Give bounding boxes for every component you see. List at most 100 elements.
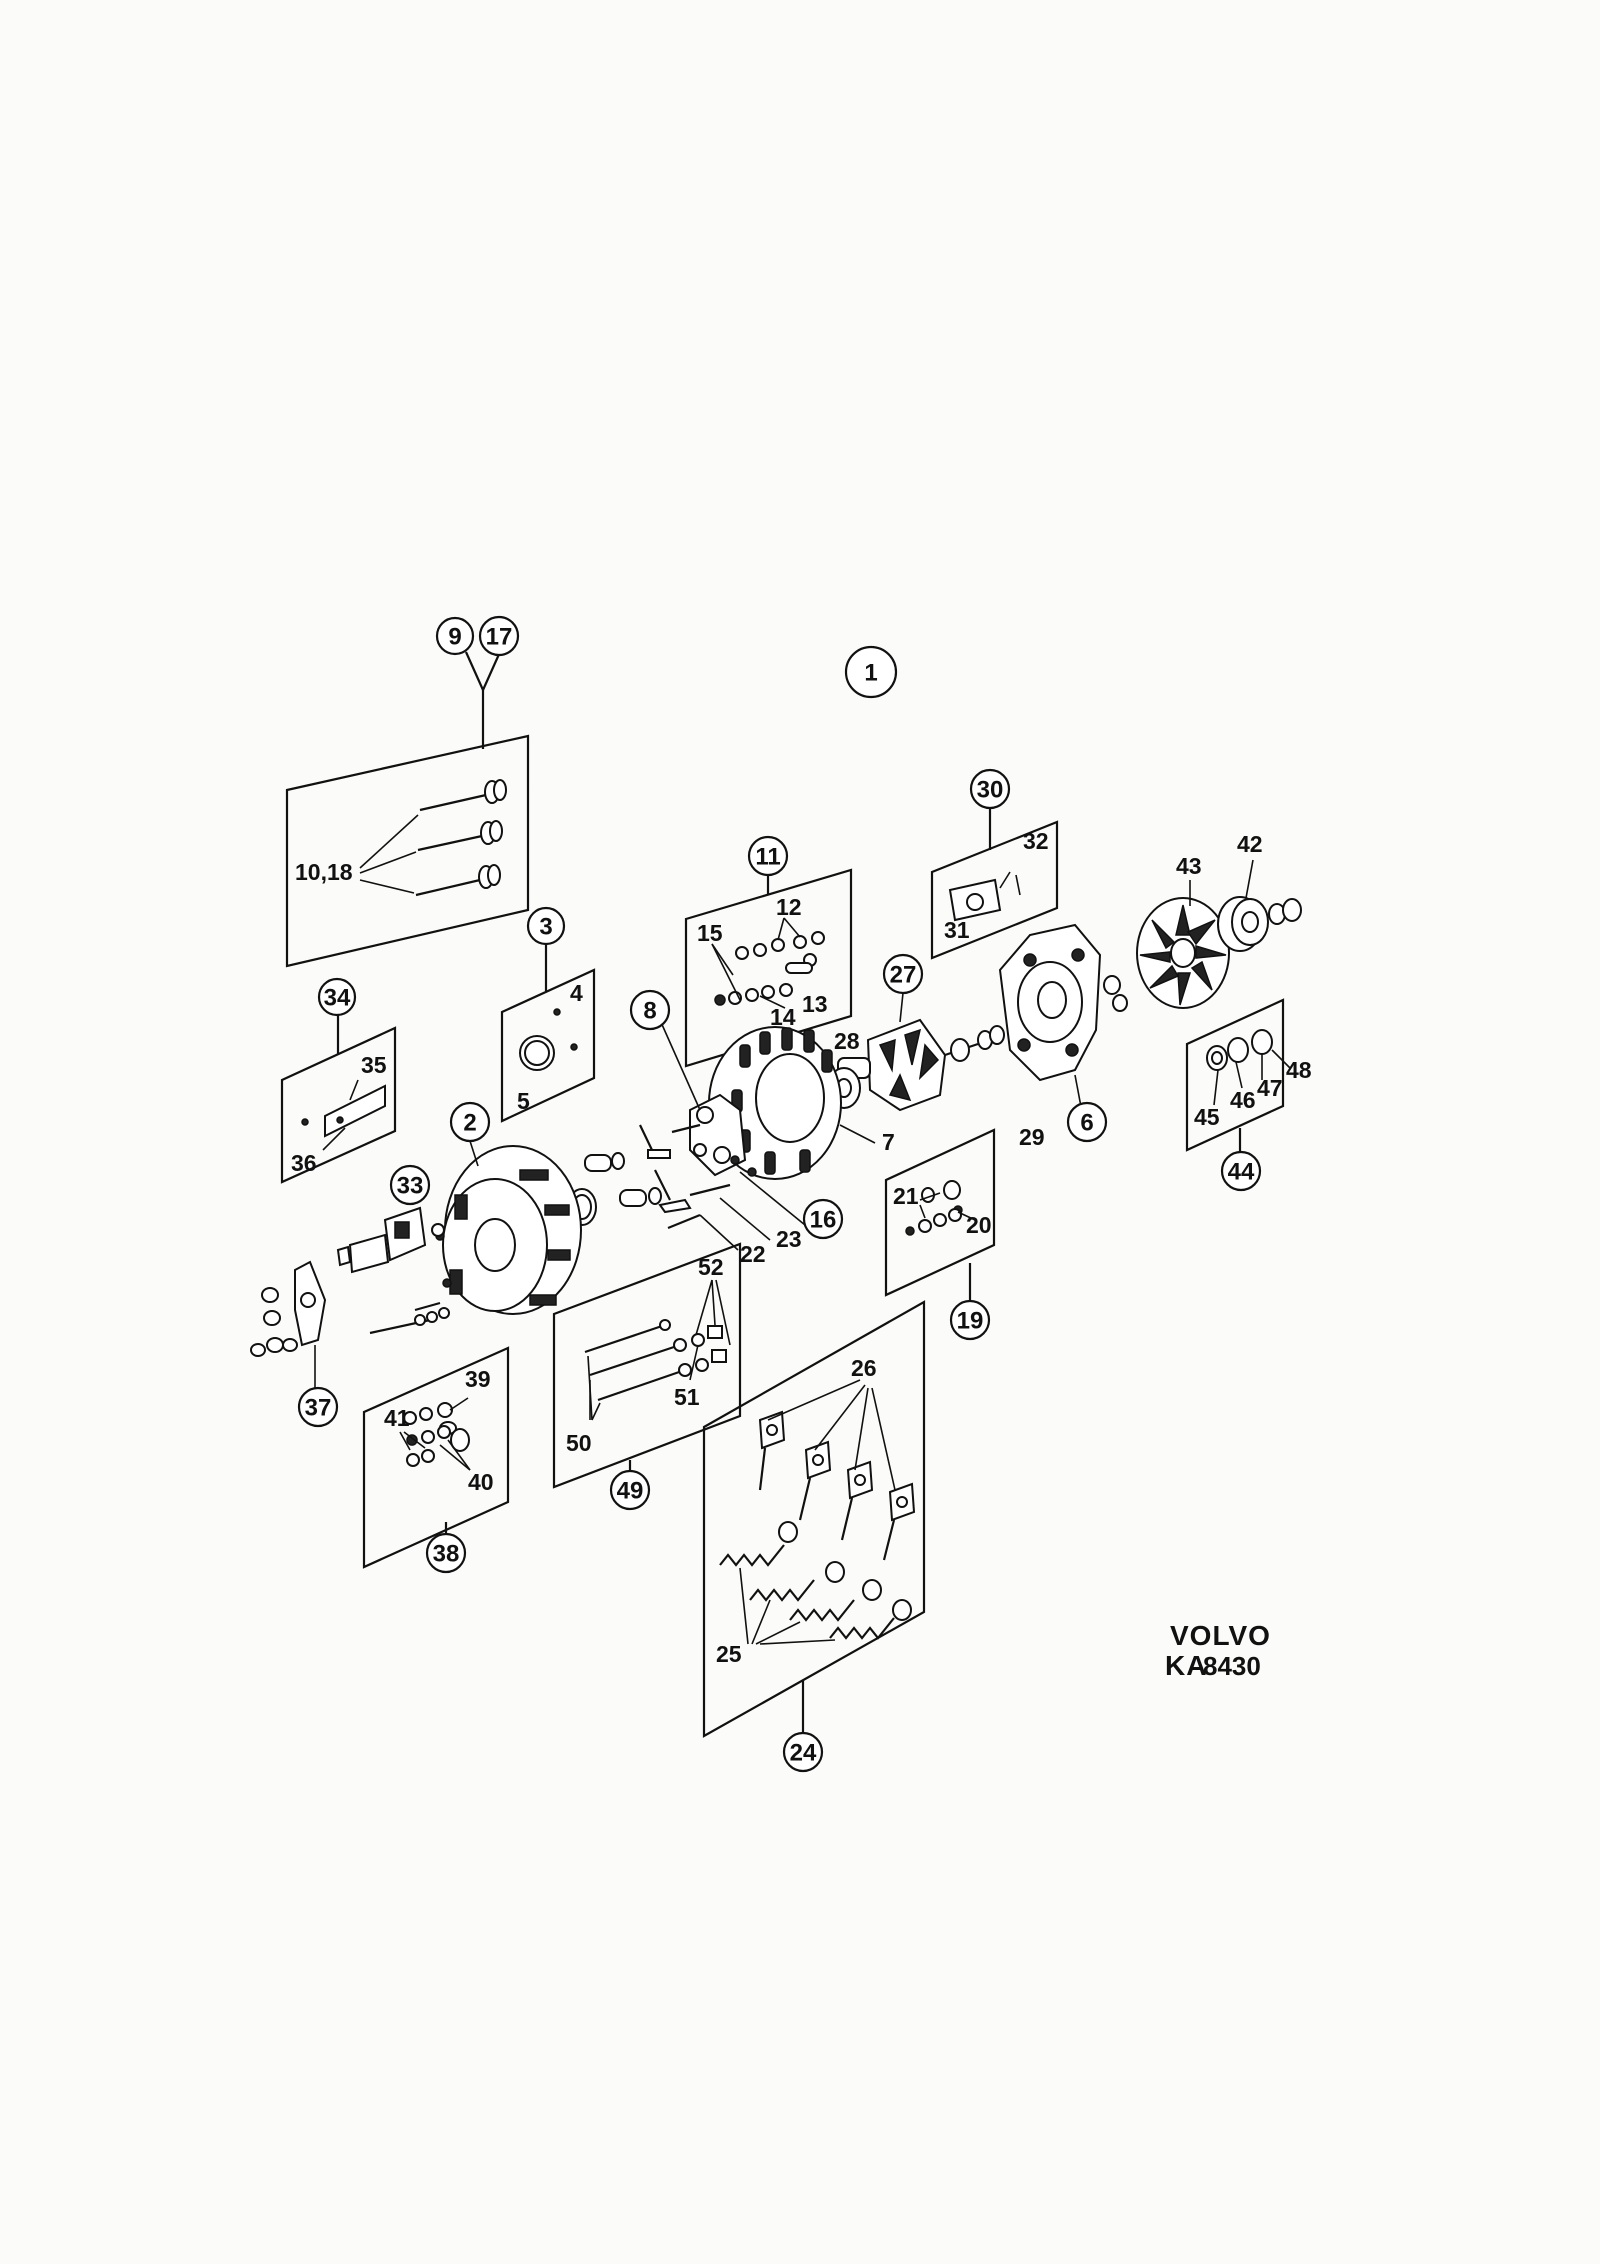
contact-tab (758, 1410, 786, 1491)
terminal-bolt (417, 820, 503, 852)
label-7: 7 (882, 1129, 895, 1155)
slip-ring-end-housing (435, 1145, 582, 1315)
spring (719, 1521, 798, 1567)
kit-box-44: 45 46 47 48 (1185, 998, 1312, 1162)
drawing-identifier: VOLVO KA 8430 (1165, 1620, 1271, 1681)
drawing-number: 8430 (1203, 1651, 1261, 1681)
callout-19: 19 (949, 1299, 991, 1341)
callout-38: 38 (425, 1532, 467, 1574)
svg-text:34: 34 (324, 985, 351, 1012)
svg-text:11: 11 (755, 844, 780, 871)
callout-1: 1 (844, 645, 898, 699)
terminal-bolt (415, 864, 501, 897)
label-14: 14 (770, 1004, 796, 1030)
contact-tab (840, 1460, 874, 1541)
label-32: 32 (1023, 828, 1049, 854)
label-26: 26 (851, 1355, 877, 1381)
svg-text:16: 16 (810, 1207, 837, 1234)
svg-text:1: 1 (864, 660, 877, 687)
mounting-bracket (250, 1260, 327, 1390)
label-25: 25 (716, 1641, 742, 1667)
label-52: 52 (698, 1254, 724, 1280)
label-29: 29 (1019, 1124, 1045, 1150)
kit-box-30: 32 31 (930, 808, 1059, 960)
label-48: 48 (1286, 1057, 1312, 1083)
svg-text:38: 38 (433, 1541, 460, 1568)
label-45: 45 (1194, 1104, 1220, 1130)
label-15: 15 (697, 920, 723, 946)
label-42: 42 (1237, 831, 1263, 857)
callout-17: 17 (478, 615, 520, 657)
callout-44: 44 (1220, 1150, 1262, 1192)
label-39: 39 (465, 1366, 491, 1392)
label-5: 5 (517, 1088, 530, 1114)
svg-text:44: 44 (1228, 1159, 1255, 1186)
svg-text:17: 17 (486, 624, 513, 651)
callout-33: 33 (389, 1164, 431, 1206)
svg-text:49: 49 (617, 1478, 644, 1505)
callout-8: 8 (629, 989, 671, 1031)
label-41: 41 (384, 1405, 410, 1431)
label-10-18: 10,18 (295, 859, 353, 885)
callout-24: 24 (782, 1731, 824, 1773)
svg-text:30: 30 (977, 777, 1004, 804)
fan-assembly: 43 (1136, 853, 1230, 1009)
label-23: 23 (776, 1226, 802, 1252)
kit-box-49: 50 51 52 (552, 1242, 742, 1489)
callout-3: 3 (526, 906, 566, 946)
drawing-number-prefix: KA (1165, 1650, 1207, 1681)
contact-tab (798, 1440, 832, 1521)
callout-9: 9 (435, 616, 475, 656)
svg-text:8: 8 (643, 998, 656, 1025)
svg-text:3: 3 (539, 914, 552, 941)
label-31: 31 (944, 917, 970, 943)
kit-box-34: 35 36 (280, 1015, 397, 1184)
label-40: 40 (468, 1469, 494, 1495)
kit-box-24: 26 25 (702, 1300, 926, 1738)
label-12: 12 (776, 894, 802, 920)
label-51: 51 (674, 1384, 700, 1410)
svg-text:19: 19 (957, 1308, 984, 1335)
kit-box-19: 21 20 (884, 1128, 996, 1300)
callout-16: 16 (802, 1198, 844, 1240)
svg-text:37: 37 (305, 1395, 332, 1422)
callout-34: 34 (317, 977, 357, 1017)
callout-11: 11 (747, 835, 789, 877)
label-50: 50 (566, 1430, 592, 1456)
spring (829, 1599, 912, 1640)
callout-30: 30 (969, 768, 1011, 810)
drive-end-housing: 29 (998, 923, 1128, 1150)
housing-bolts (369, 1301, 450, 1335)
label-28: 28 (834, 1028, 860, 1054)
label-4: 4 (570, 980, 583, 1006)
rotor (837, 1018, 1005, 1112)
callout-2: 2 (449, 1101, 491, 1143)
label-35: 35 (361, 1052, 387, 1078)
label-36: 36 (291, 1150, 317, 1176)
callout-6: 6 (1066, 1101, 1108, 1143)
svg-text:24: 24 (790, 1740, 817, 1767)
svg-text:33: 33 (397, 1173, 424, 1200)
brush-holder (336, 1206, 445, 1274)
contact-tab (882, 1482, 916, 1561)
spring (789, 1579, 882, 1622)
kit-box-11: 15 12 13 14 (684, 868, 853, 1068)
rectifier-plate: 22 23 (639, 1019, 806, 1267)
callout-27: 27 (882, 953, 924, 995)
brand-name: VOLVO (1170, 1620, 1271, 1651)
label-47: 47 (1257, 1075, 1283, 1101)
svg-text:9: 9 (448, 624, 461, 651)
svg-text:2: 2 (463, 1110, 476, 1137)
label-21: 21 (893, 1183, 919, 1209)
kit-box-3: 4 5 (500, 944, 596, 1123)
callout-37: 37 (297, 1386, 339, 1428)
label-20: 20 (966, 1212, 992, 1238)
label-46: 46 (1230, 1087, 1256, 1113)
terminal-bolt (419, 779, 507, 812)
spring (749, 1561, 845, 1602)
callout-49: 49 (609, 1469, 651, 1511)
kit-box-9-17: 10,18 (285, 651, 530, 968)
spacers-and-ring (567, 1152, 662, 1226)
pulley: 42 (1217, 831, 1302, 952)
